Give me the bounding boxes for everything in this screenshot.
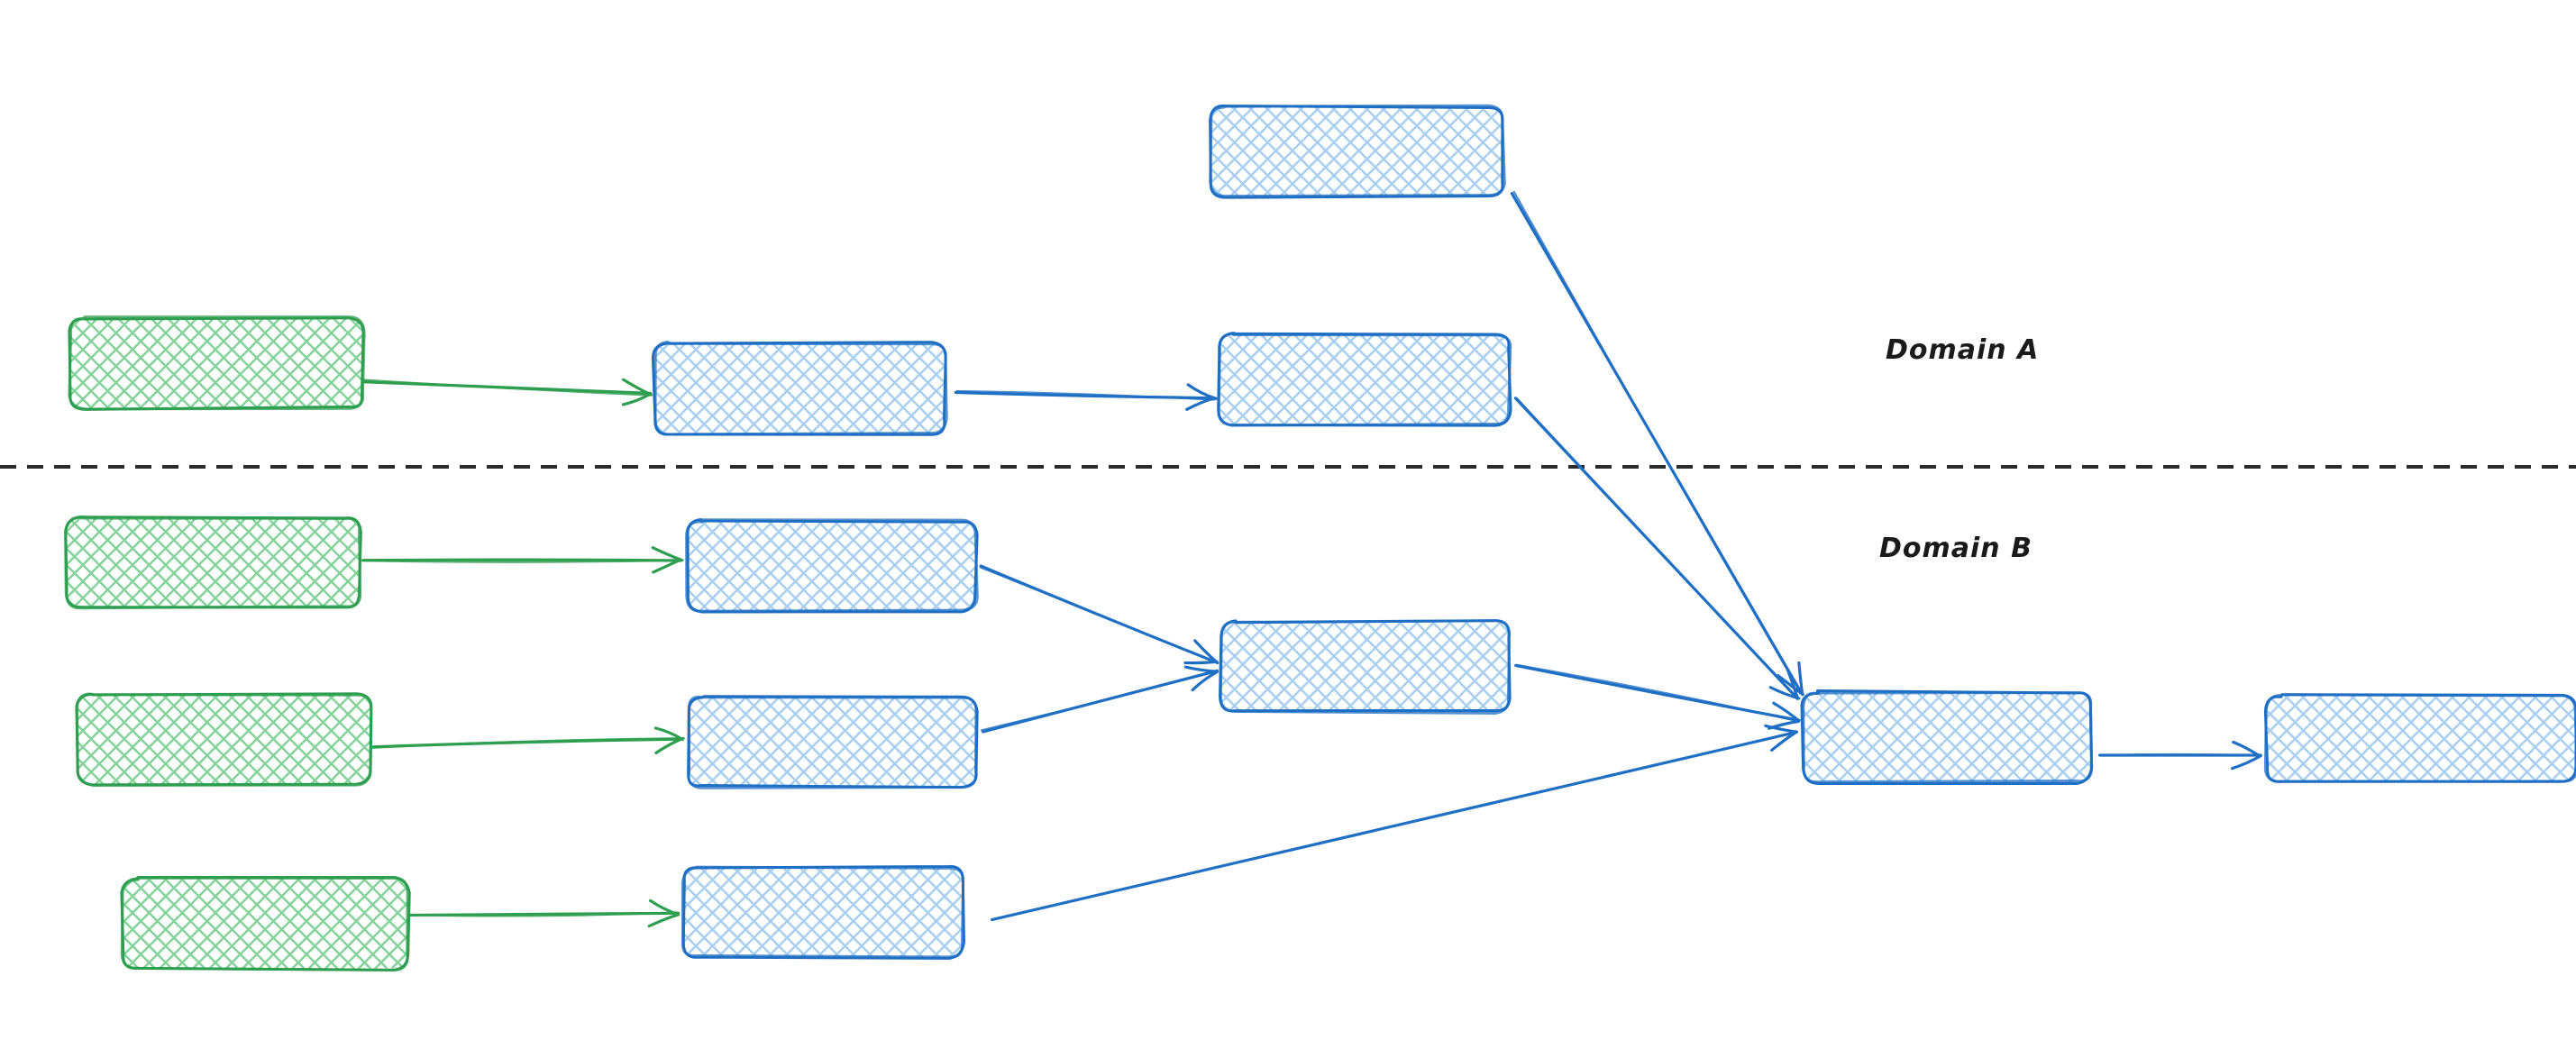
node-fill (1218, 333, 1511, 425)
edge-shaft (991, 730, 1798, 921)
arrowhead-stroke (651, 546, 683, 562)
edge-shaft (2097, 753, 2261, 757)
arrowhead-stroke (2232, 740, 2261, 758)
node-fill (687, 695, 977, 788)
edge-e6[interactable] (371, 726, 685, 754)
arrowhead-stroke (2230, 753, 2262, 771)
arrowhead-stroke (1183, 665, 1219, 673)
node-fill (686, 519, 976, 612)
edge-e3[interactable] (1510, 190, 1804, 697)
edge-e4[interactable] (1513, 397, 1801, 700)
edge-shaft (979, 566, 1217, 664)
node-outline (120, 876, 409, 971)
node-fill (65, 515, 360, 608)
node-fill (122, 878, 409, 970)
arrowhead-stroke (1193, 639, 1219, 665)
edge-shaft (1512, 190, 1803, 695)
node-g4[interactable] (120, 875, 411, 971)
edge-e1[interactable] (361, 378, 653, 406)
edge-e8[interactable] (979, 564, 1219, 665)
node-outline (76, 692, 373, 787)
node-outline (1219, 619, 1512, 715)
nodes-layer (64, 104, 2576, 971)
node-outline (2263, 693, 2576, 783)
edge-shaft (361, 379, 653, 397)
edge-e11[interactable] (990, 724, 1799, 922)
node-outline (685, 518, 979, 613)
node-g3[interactable] (75, 692, 373, 787)
node-outline (68, 315, 366, 411)
arrowhead-stroke (649, 898, 681, 917)
node-g1[interactable] (68, 315, 366, 411)
node-fill (1219, 621, 1511, 714)
node-fill (1801, 690, 2093, 782)
label-domain-b: Domain B (1879, 533, 2032, 564)
arrowhead-stroke (1772, 701, 1800, 722)
arrowhead-stroke (1797, 661, 1804, 695)
arrowhead-stroke (652, 558, 682, 574)
arrowhead-stroke (1186, 383, 1218, 400)
node-b3[interactable] (1217, 332, 1512, 427)
node-outline (1209, 104, 1506, 198)
edge-e2[interactable] (954, 383, 1218, 411)
edges-layer (361, 190, 2262, 928)
arrowhead-stroke (622, 378, 652, 397)
node-outline (653, 341, 948, 436)
edge-shaft (411, 911, 680, 917)
edge-shaft (955, 389, 1215, 401)
label-domain-a: Domain A (1886, 334, 2039, 366)
arrowhead-stroke (1786, 668, 1800, 700)
node-outline (64, 515, 362, 610)
arrowhead-stroke (1764, 724, 1798, 734)
labels-layer: Domain A Domain B (1879, 334, 2039, 564)
node-g2[interactable] (64, 515, 362, 610)
edge-shaft (980, 670, 1218, 732)
arrowhead-stroke (1770, 731, 1797, 753)
node-outline (686, 695, 978, 789)
edge-shaft (371, 737, 685, 749)
node-b2[interactable] (1209, 104, 1506, 199)
node-b7[interactable] (1219, 619, 1512, 715)
node-b9[interactable] (2263, 693, 2576, 783)
node-fill (682, 865, 963, 958)
edge-e5[interactable] (361, 546, 684, 574)
node-fill (77, 693, 371, 785)
node-fill (1210, 105, 1503, 197)
node-fill (653, 342, 946, 434)
arrowhead-stroke (647, 913, 680, 928)
arrowhead-stroke (1183, 660, 1219, 665)
edge-shaft (1515, 397, 1798, 698)
edge-e7[interactable] (409, 898, 681, 928)
node-fill (69, 316, 363, 409)
edge-shaft (361, 559, 684, 563)
arrowhead-stroke (653, 726, 684, 741)
edge-e12[interactable] (2097, 740, 2262, 771)
node-outline (1802, 691, 2094, 784)
node-b4[interactable] (685, 517, 979, 614)
edge-e10[interactable] (1514, 663, 1801, 730)
node-b6[interactable] (681, 864, 965, 960)
edge-e9[interactable] (980, 665, 1219, 734)
arrowhead-stroke (1185, 397, 1216, 411)
node-b1[interactable] (651, 341, 948, 436)
node-b5[interactable] (686, 695, 979, 789)
node-outline (681, 865, 965, 959)
arrowhead-stroke (1191, 670, 1219, 692)
node-outline (1217, 332, 1512, 427)
edge-shaft (1515, 663, 1801, 723)
node-b8[interactable] (1800, 689, 2094, 786)
node-fill (2266, 695, 2576, 783)
